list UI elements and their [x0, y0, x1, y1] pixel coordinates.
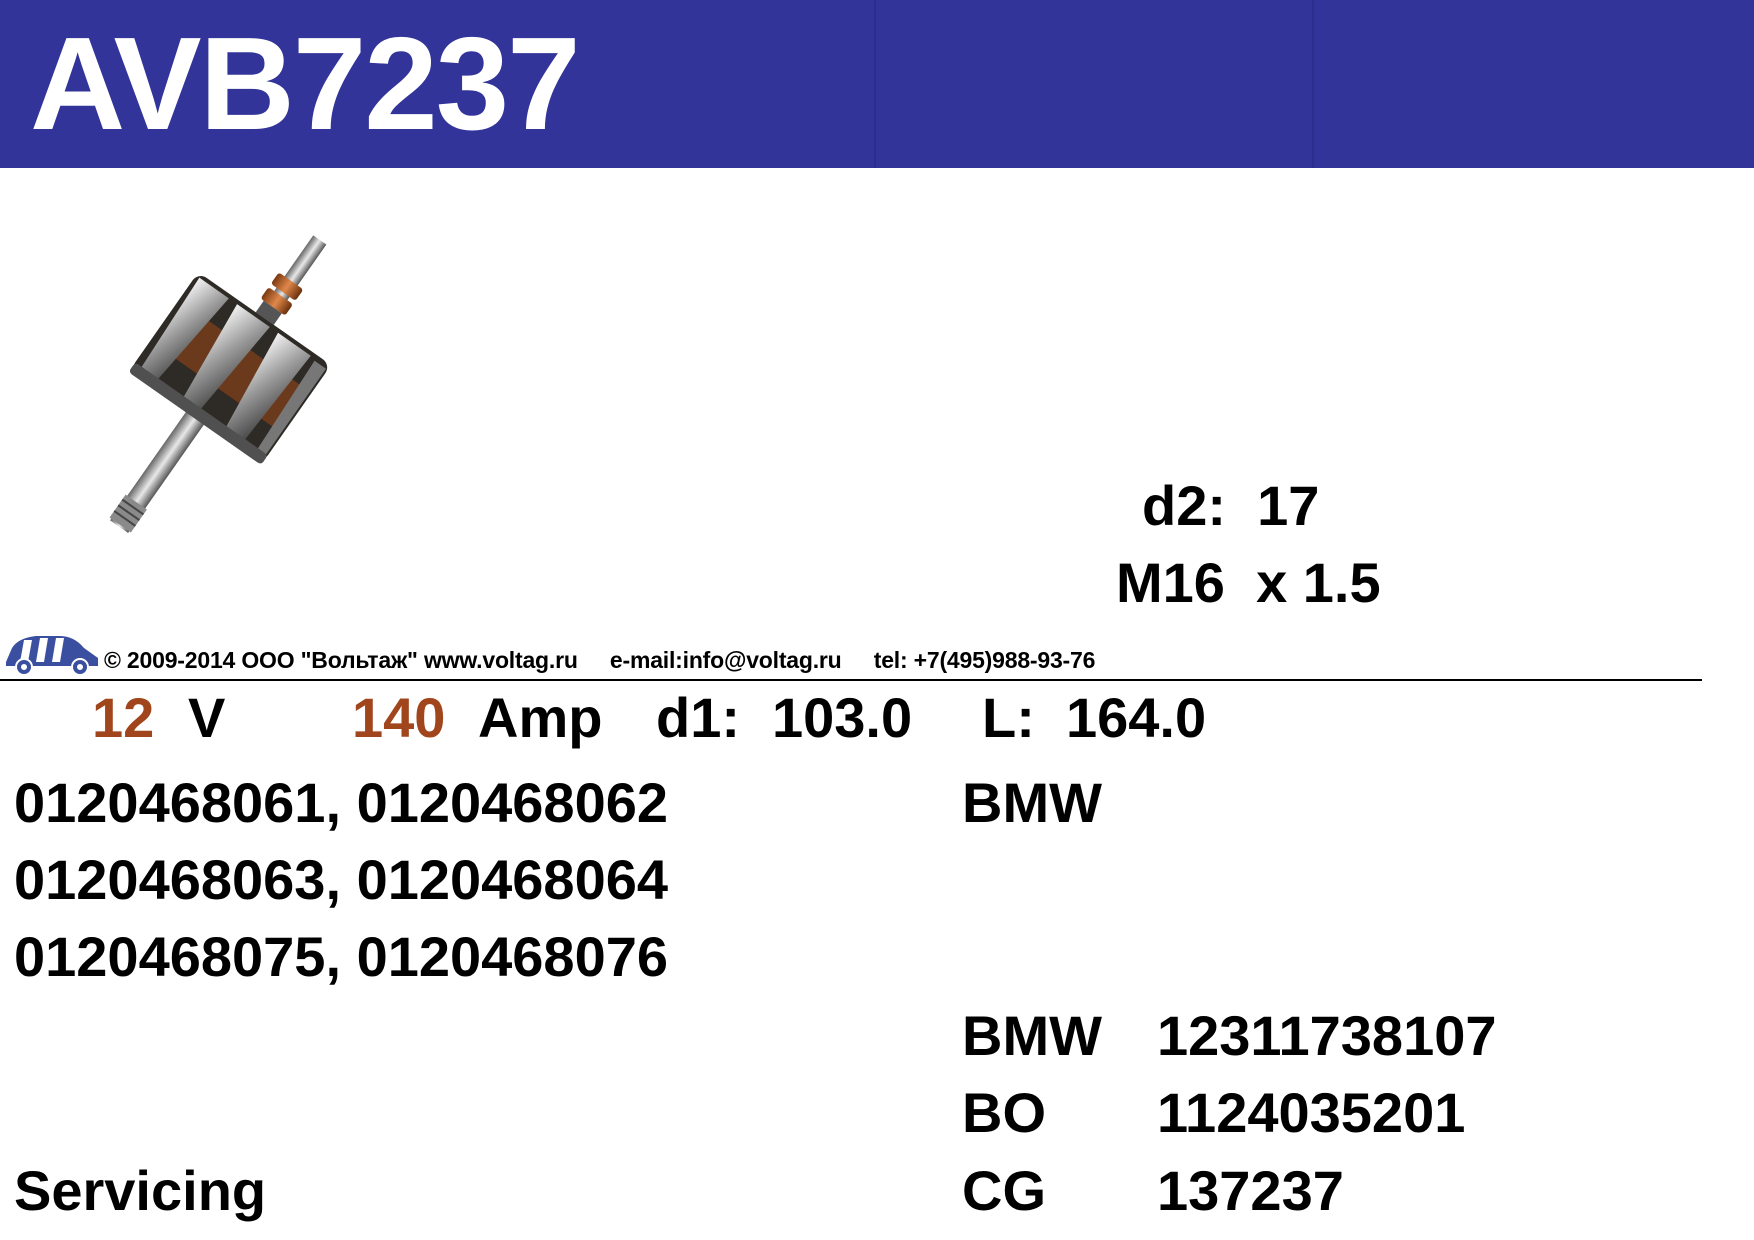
thread-row: M16 x 1.5 [1116, 553, 1381, 613]
part-number-title: AVB7237 [30, 10, 581, 157]
voltage-value: 12 [92, 686, 155, 749]
voltage-unit: V [188, 686, 226, 749]
cross-ref-code: 137237 [1157, 1159, 1344, 1222]
part-number-line: 0120468061, 0120468062 [14, 771, 669, 834]
cross-ref-brand: CG [962, 1159, 1046, 1222]
d1-label: d1: [656, 686, 740, 749]
thread-pitch: x 1.5 [1256, 551, 1381, 614]
copyright-text: © 2009-2014 ООО "Вольтаж" www.voltag.ru [104, 647, 578, 673]
application-make: BMW [962, 771, 1102, 834]
d2-row: d2: 17 [1142, 476, 1319, 536]
divider-line [0, 679, 1702, 681]
current-value: 140 [352, 686, 446, 749]
cross-ref-code: 12311738107 [1157, 1004, 1497, 1067]
part-number-line: 0120468063, 0120468064 [14, 848, 669, 911]
d2-label: d2: [1142, 474, 1226, 537]
header-banner: AVB7237 [0, 0, 1754, 168]
thread-size: M16 [1116, 551, 1225, 614]
email-text[interactable]: e-mail:info@voltag.ru [609, 647, 842, 673]
servicing-label: Servicing [14, 1159, 267, 1222]
phone-text: tel: +7(495)988-93-76 [873, 647, 1096, 673]
cross-ref-brand: BO [962, 1081, 1046, 1144]
cross-ref-brand: BMW [962, 1004, 1102, 1067]
cross-ref-code: 1124035201 [1157, 1081, 1466, 1144]
part-number-line: 0120468075, 0120468076 [14, 925, 669, 988]
company-info: © 2009-2014 ООО "Вольтаж" www.voltag.ru … [104, 646, 1121, 674]
d2-value: 17 [1257, 474, 1320, 537]
car-logo-icon [6, 636, 98, 676]
d1-value: 103.0 [772, 686, 913, 749]
length-label: L: [982, 686, 1035, 749]
header-divider [1312, 0, 1314, 168]
alternator-rotor-photo [109, 235, 328, 533]
current-unit: Amp [478, 686, 603, 749]
length-value: 164.0 [1066, 686, 1207, 749]
header-divider [874, 0, 876, 168]
